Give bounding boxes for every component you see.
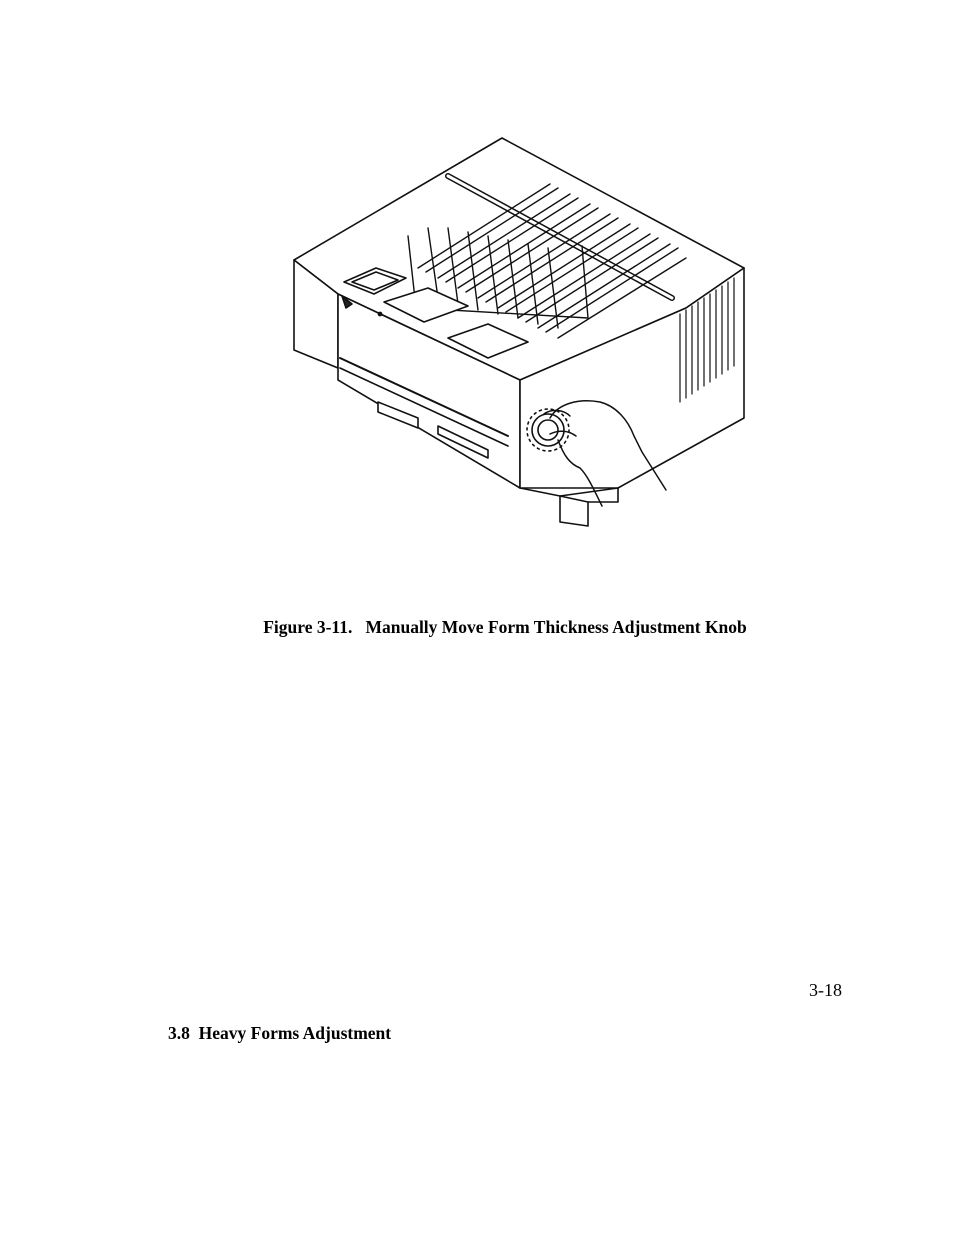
side-vents [679, 277, 735, 403]
figure-caption: Figure 3-11. Manually Move Form Thicknes… [263, 617, 747, 637]
paper-separators [407, 183, 687, 339]
section-heading: 3.8 Heavy Forms Adjustment [168, 1023, 392, 1043]
thickness-adjustment-knob [526, 408, 570, 452]
control-panel [343, 267, 407, 295]
printer-illustration [288, 118, 758, 538]
page-number: 3-18 [809, 980, 842, 1000]
hand [543, 400, 667, 507]
paper-slot [339, 357, 509, 437]
